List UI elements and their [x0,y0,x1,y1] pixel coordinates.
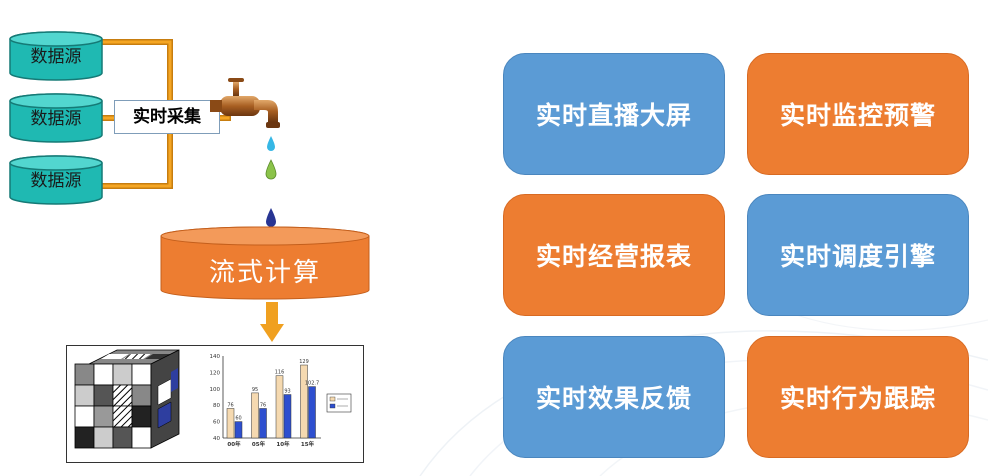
data-label: 93 [284,389,290,395]
x-tick-label: 00年 [227,440,241,448]
bar [308,386,316,439]
card-behavior-tracking[interactable]: 实时行为跟踪 [747,336,969,458]
cylinder-icon [9,155,103,205]
card-effect-feedback[interactable]: 实时效果反馈 [503,336,725,458]
data-source-label: 数据源 [30,47,82,67]
bar [300,364,308,439]
stream-compute-label: 流式计算 [208,258,321,288]
data-label: 116 [275,370,285,376]
cylinder-icon [9,93,103,143]
card-business-report[interactable]: 实时经营报表 [503,194,725,316]
card-monitor-alert[interactable]: 实时监控预警 [747,53,969,175]
report-panel: 40 60 80 100 120 140 76 60 00年 95 76 05年 116 93 10年 129… [66,345,364,463]
x-tick-label: 10年 [276,440,290,448]
bar [259,408,267,439]
data-label: 102.7 [305,381,319,387]
realtime-collect-box: 实时采集 [114,100,220,134]
x-tick-label: 05年 [252,440,266,448]
stream-compute: 流式计算 [160,226,370,306]
y-tick-label: 100 [210,387,221,393]
data-source-2: 数据源 [8,93,104,143]
faucet-icon [210,78,280,128]
card-live-screen[interactable]: 实时直播大屏 [503,53,725,175]
bar [283,394,292,439]
data-source-3: 数据源 [8,155,104,205]
bar [234,421,243,439]
legend-swatch [329,396,336,402]
legend-box [326,393,352,413]
bar [275,375,284,439]
y-tick-label: 120 [210,370,221,376]
data-source-label: 数据源 [30,171,82,191]
data-label: 129 [299,359,309,365]
data-label: 95 [252,387,258,393]
y-tick-label: 60 [213,420,220,426]
olap-cube-icon [74,349,180,449]
water-drops-icon [265,136,277,227]
bar [226,408,235,439]
data-source-label: 数据源 [30,109,82,129]
card-dispatch-engine[interactable]: 实时调度引擎 [747,194,969,316]
data-label: 76 [227,402,233,408]
cylinder-icon [160,226,370,300]
x-tick-label: 15年 [301,440,315,448]
bar [251,392,259,439]
y-tick-label: 140 [210,354,221,360]
cylinder-icon [9,31,103,81]
data-label: 76 [260,402,266,408]
y-tick-label: 80 [213,403,220,409]
bar-chart: 40 60 80 100 120 140 76 60 00年 95 76 05年 116 93 10年 129… [210,354,352,448]
arrow-down-icon [260,302,284,342]
y-tick-label: 40 [213,436,220,442]
data-label: 60 [235,416,241,422]
legend-swatch [329,403,336,409]
data-source-1: 数据源 [8,31,104,81]
